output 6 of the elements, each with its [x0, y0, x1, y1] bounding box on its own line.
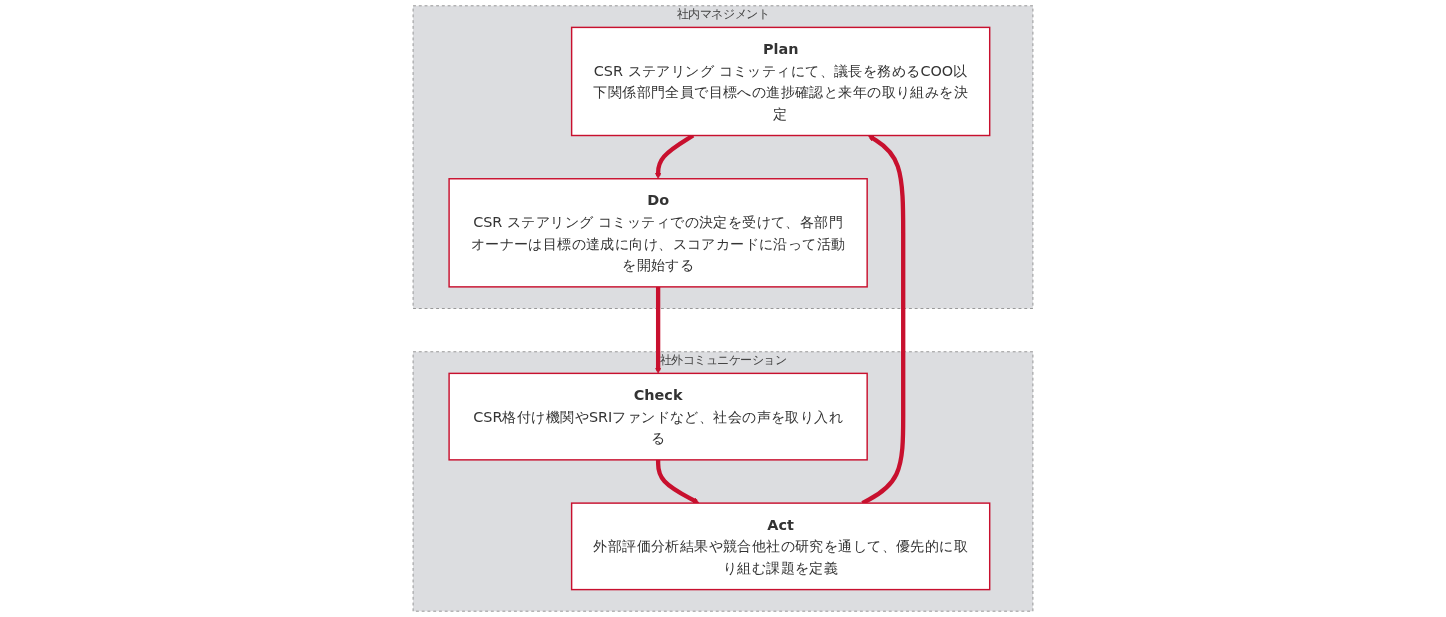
node-box: Do CSR ステアリング コミッティでの決定を受けて、各部門オーナーは目標の達成に向け、スコアカードに沿って活動を開始する — [448, 178, 868, 288]
arrow — [655, 459, 700, 504]
node-box: Plan CSR ステアリング コミッティにて、議長を務めるCOO以下関係部門全員で目標への進捗確認と来年の取り組みを決定 — [570, 26, 991, 137]
node-box: Check CSR格付け機関やSRIファンドなど、社会の声を取り入れる — [448, 372, 868, 461]
node-box: Act 外部評価分析結果や競合他社の研究を通して、優先的に取り組む課題を定義 — [570, 502, 991, 591]
arrow — [654, 286, 662, 374]
